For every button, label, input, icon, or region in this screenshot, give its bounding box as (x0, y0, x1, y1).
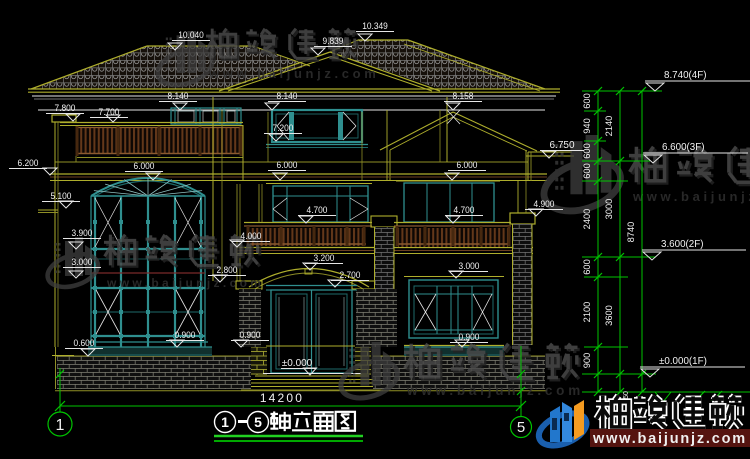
svg-text:8.140: 8.140 (168, 91, 189, 102)
svg-text:5: 5 (517, 419, 525, 436)
svg-text:www.baijunjz.com: www.baijunjz.com (406, 383, 584, 398)
svg-text:2.700: 2.700 (340, 270, 361, 281)
svg-text:0.900: 0.900 (240, 330, 261, 341)
svg-text:1: 1 (56, 417, 65, 434)
svg-text:3.600(2F): 3.600(2F) (661, 239, 703, 250)
svg-text:10.040: 10.040 (178, 30, 204, 41)
svg-text:9.839: 9.839 (323, 36, 344, 47)
svg-text:4.900: 4.900 (534, 199, 555, 210)
svg-text:600: 600 (582, 163, 592, 179)
svg-text:7.200: 7.200 (273, 123, 294, 134)
svg-text:±0.000: ±0.000 (282, 358, 313, 369)
svg-text:3.200: 3.200 (314, 253, 335, 264)
svg-text:3.000: 3.000 (72, 257, 93, 268)
svg-text:2400: 2400 (582, 209, 592, 230)
svg-text:www.baijunjz.com: www.baijunjz.com (632, 189, 750, 204)
svg-text:5: 5 (254, 414, 262, 430)
svg-text:14200: 14200 (260, 391, 304, 405)
svg-text:2140: 2140 (604, 116, 614, 137)
svg-text:8740: 8740 (626, 222, 636, 243)
svg-text:6.600(3F): 6.600(3F) (662, 142, 704, 153)
svg-text:3.900: 3.900 (72, 228, 93, 239)
svg-text:8.158: 8.158 (453, 91, 474, 102)
svg-text:4.700: 4.700 (307, 205, 328, 216)
svg-text:600: 600 (582, 93, 592, 109)
svg-text:7.700: 7.700 (99, 107, 120, 118)
svg-text:www.baijunjz.com: www.baijunjz.com (106, 276, 264, 290)
svg-text:5.100: 5.100 (51, 191, 72, 202)
svg-text:www.baijunjz.com: www.baijunjz.com (592, 431, 747, 447)
svg-text:0.600: 0.600 (74, 338, 95, 349)
svg-text:8.140: 8.140 (277, 91, 298, 102)
svg-text:4.700: 4.700 (454, 205, 475, 216)
svg-text:2.800: 2.800 (217, 265, 238, 276)
svg-text:600: 600 (582, 143, 592, 159)
svg-text:3.000: 3.000 (459, 261, 480, 272)
svg-text:6.000: 6.000 (457, 160, 478, 171)
svg-text:0.900: 0.900 (175, 330, 196, 341)
svg-text:±0.000(1F): ±0.000(1F) (659, 356, 707, 367)
svg-text:4.000: 4.000 (241, 231, 262, 242)
svg-text:900: 900 (582, 353, 592, 369)
svg-text:6.000: 6.000 (277, 160, 298, 171)
svg-text:3000: 3000 (604, 199, 614, 220)
svg-text:940: 940 (582, 118, 592, 134)
svg-text:10.349: 10.349 (362, 21, 388, 32)
svg-text:0.900: 0.900 (459, 332, 480, 343)
svg-text:1: 1 (221, 414, 229, 430)
svg-text:8.740(4F): 8.740(4F) (664, 70, 706, 81)
svg-text:www.baijunjz.com: www.baijunjz.com (208, 66, 379, 81)
svg-text:600: 600 (582, 259, 592, 275)
svg-text:7.800: 7.800 (55, 103, 76, 114)
svg-text:6.000: 6.000 (134, 161, 155, 172)
svg-text:3600: 3600 (604, 305, 614, 326)
svg-text:50: 50 (623, 391, 630, 399)
svg-text:6.200: 6.200 (18, 158, 39, 169)
svg-text:6.750: 6.750 (549, 140, 574, 151)
svg-text:2100: 2100 (582, 302, 592, 323)
